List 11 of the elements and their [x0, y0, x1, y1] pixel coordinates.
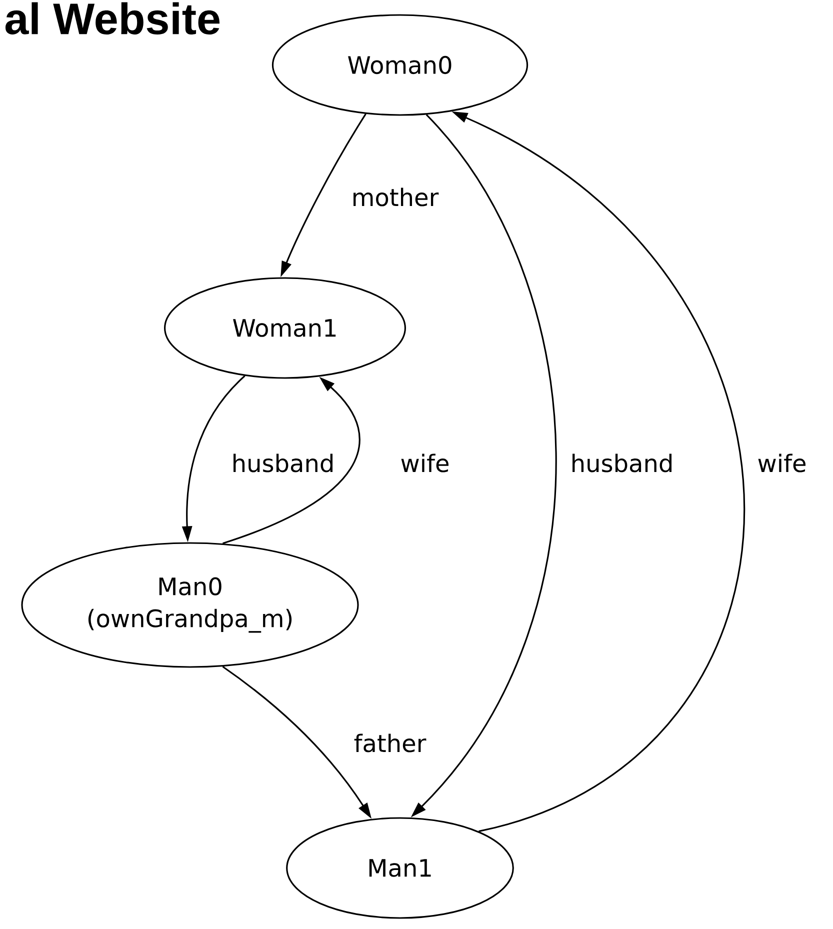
ellipse-node: Man0 (ownGrandpa_m) [21, 542, 359, 668]
ellipse-node: Man1 [286, 817, 514, 919]
ellipse-node: Woman1 [164, 277, 406, 379]
edge-label: husband [568, 452, 676, 474]
edge-label: husband [229, 452, 337, 474]
ellipse-node: Woman0 [272, 14, 528, 116]
edge-label: mother [349, 186, 441, 208]
edge-label: father [352, 732, 428, 754]
edge-label: wife [755, 452, 809, 474]
edge-label: wife [398, 452, 452, 474]
title: al Website [5, 2, 220, 34]
